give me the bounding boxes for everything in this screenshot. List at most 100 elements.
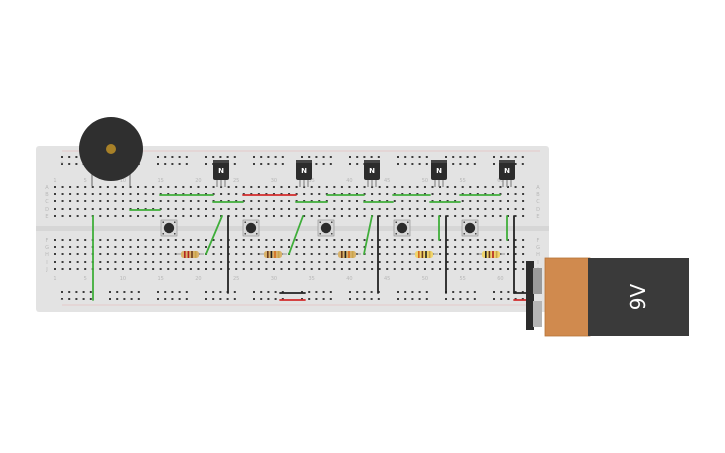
breadboard-hole [333,200,336,202]
rail-hole [514,163,517,165]
breadboard-hole [272,261,275,263]
resistor[interactable] [176,251,204,258]
rail-hole [493,163,495,165]
breadboard-hole [325,268,328,270]
rail-hole [68,298,71,300]
rail-hole [178,156,181,158]
breadboard-hole [325,261,328,263]
breadboard-hole [522,253,525,255]
breadboard-hole [499,261,502,263]
breadboard-hole [507,215,509,217]
breadboard-hole [371,200,374,202]
resistor[interactable] [333,251,361,258]
breadboard-hole [348,268,351,270]
rail-hole [425,298,428,300]
rail-hole [137,298,140,300]
rail-hole [349,291,351,293]
npn-transistor[interactable]: N [431,160,447,187]
breadboard-hole [401,239,404,241]
push-button[interactable] [461,219,479,237]
breadboard-hole [423,246,426,248]
breadboard-hole [69,200,72,202]
resistor[interactable] [410,251,438,258]
breadboard-hole [491,261,494,263]
rail-hole [164,156,167,158]
breadboard-hole [174,208,177,210]
breadboard-hole [69,261,72,263]
breadboard-hole [499,246,502,248]
rail-hole [404,156,407,158]
breadboard-hole [378,186,381,188]
breadboard-hole [340,268,343,270]
breadboard-hole [310,193,313,195]
breadboard-hole [242,215,245,217]
rail-hole [356,163,359,165]
breadboard-hole [514,193,517,195]
breadboard-hole [280,200,283,202]
breadboard-hole [461,208,464,210]
breadboard-hole [393,268,396,270]
breadboard-hole [205,208,207,210]
breadboard-hole [54,186,56,188]
rail-hole [157,298,159,300]
rail-hole [171,156,174,158]
breadboard-hole [318,208,321,210]
npn-transistor[interactable]: N [296,160,312,187]
breadboard-hole [325,200,328,202]
rail-hole [274,163,277,165]
breadboard-hole [189,186,192,188]
breadboard-hole [325,208,328,210]
resistor[interactable] [477,251,505,258]
breadboard-hole [423,239,426,241]
npn-transistor[interactable]: N [499,160,515,187]
breadboard-hole [295,268,298,270]
breadboard-hole [144,186,147,188]
breadboard-hole [469,186,472,188]
breadboard-hole [152,246,155,248]
npn-transistor[interactable]: N [364,160,380,187]
push-button[interactable] [242,219,260,237]
breadboard-hole [54,253,56,255]
breadboard-hole [423,268,426,270]
breadboard-hole [522,200,525,202]
breadboard-hole [99,208,102,210]
breadboard-hole [121,215,124,217]
breadboard-hole [303,193,306,195]
resistor[interactable] [259,251,287,258]
rail-hole [397,163,399,165]
push-button[interactable] [317,219,335,237]
breadboard-hole [499,208,502,210]
breadboard-hole [469,261,472,263]
battery-9v[interactable]: 9V [526,257,689,337]
rail-hole [397,291,399,293]
breadboard-hole [272,268,275,270]
rail-hole [418,298,421,300]
breadboard-hole [99,193,102,195]
breadboard-hole [159,208,162,210]
breadboard-hole [476,268,479,270]
breadboard-hole [386,193,389,195]
breadboard-hole [514,246,517,248]
breadboard-hole [401,253,404,255]
push-button[interactable] [160,219,178,237]
row-letter: G [536,245,540,251]
breadboard-hole [325,193,328,195]
breadboard-hole [280,193,283,195]
breadboard-hole [431,268,434,270]
breadboard-hole [401,208,404,210]
breadboard-hole [393,261,396,263]
breadboard-hole [288,268,291,270]
npn-transistor[interactable]: N [213,160,229,187]
rail-hole [219,298,222,300]
piezo-buzzer[interactable] [79,117,143,186]
breadboard-hole [54,193,56,195]
breadboard-hole [174,186,177,188]
breadboard-hole [76,268,79,270]
rail-hole [459,291,462,293]
rail-hole [315,163,318,165]
breadboard-hole [250,253,253,255]
column-number: 55 [460,178,466,184]
breadboard-hole [469,246,472,248]
push-button[interactable] [393,219,411,237]
